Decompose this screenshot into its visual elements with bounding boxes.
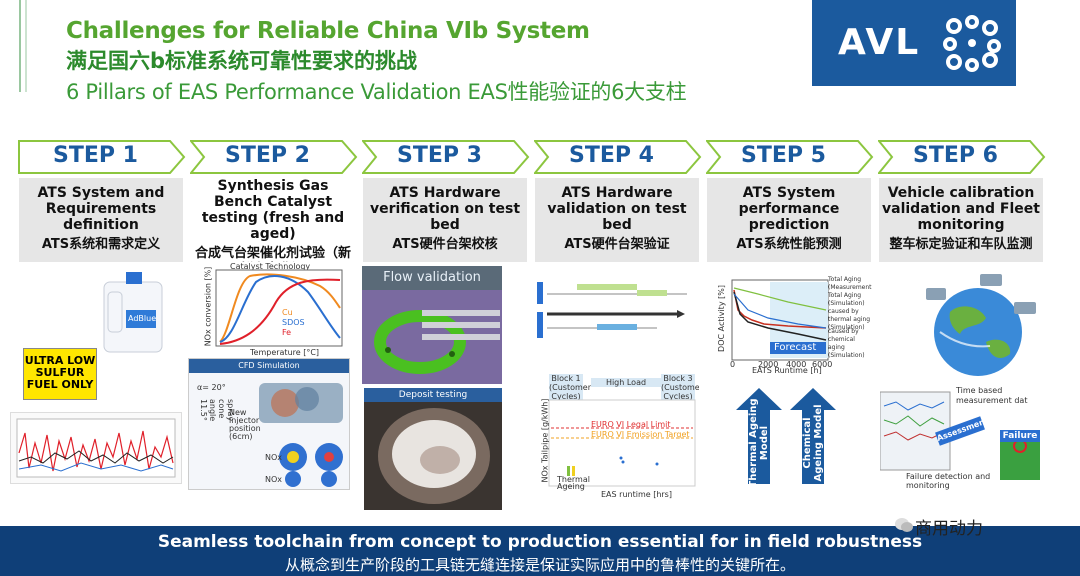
watermark-text: 商用动力 [915, 519, 983, 539]
step-4-cn: ATS硬件台架验证 [564, 237, 670, 252]
catalyst-xlabel: Temperature [°C] [250, 348, 320, 357]
avl-logo: AVL [812, 0, 1016, 86]
step-4-label: STEP 4 [569, 143, 654, 168]
doc-activity-chart: Forecast Total Aging (Measurement) Total… [708, 270, 872, 374]
wechat-icon [895, 518, 913, 532]
cfd-header: CFD Simulation [189, 359, 349, 373]
canister-label: AdBlue [128, 314, 157, 323]
step-chevrons: STEP 1 STEP 2 STEP 3 STEP 4 STEP 5 STEP … [18, 140, 1048, 176]
time-based-label: Time based measurement dat [956, 386, 1028, 405]
doc-legend-2: caused by thermal aging (Simulation) [828, 308, 871, 331]
step-3-label: STEP 3 [397, 143, 482, 168]
page-subtitle: 6 Pillars of EAS Performance Validation … [66, 80, 687, 104]
step-6-cn: 整车标定验证和车队监测 [889, 237, 1033, 252]
step-3-cn: ATS硬件台架校核 [392, 237, 498, 252]
step-6-description: Vehicle calibration validation and Fleet… [879, 178, 1043, 262]
cfd-nox-a: NOx [265, 453, 283, 462]
nox-ylabel: NOx Tailpipe [g/kWh] [540, 398, 550, 483]
deposit-testing-panel: Deposit testing [364, 388, 502, 510]
flow-validation-panel: Flow validation [362, 266, 502, 384]
doc-legend-0: Total Aging (Measurement) [828, 276, 872, 291]
catalyst-ylabel: NOx conversion [%] [203, 266, 213, 347]
title-block: Challenges for Reliable China VIb System… [66, 18, 687, 106]
x-tick-0: 0 [730, 360, 736, 369]
step-5-description: ATS System performance prediction ATS系统性… [707, 178, 871, 262]
adblue-canister-image: AdBlue [96, 268, 168, 354]
block-3: Block 3 (Customer Cycles) [661, 374, 699, 401]
step-4-description: ATS Hardware validation on test bed ATS硬… [535, 178, 699, 262]
flow-validation-label: Flow validation [362, 266, 502, 290]
thermal-ageing-label: Thermal Ageing [557, 475, 590, 491]
cfd-angle: α= 20° [197, 383, 226, 392]
failure-badge: Failure [1000, 430, 1040, 442]
avl-mark-icon [943, 15, 1001, 72]
step-6-en: Vehicle calibration validation and Fleet… [882, 185, 1040, 233]
x-tick-4000: 4000 [786, 360, 807, 369]
thermal-model-label: Thermal Ageing Model [748, 398, 770, 484]
fuel-warning-label: ULTRA LOW SULFUR FUEL ONLY [23, 348, 97, 400]
catalyst-chart-title: Catalyst Technology [230, 262, 311, 271]
step-5-cn: ATS系统性能预测 [736, 237, 842, 252]
x-tick-6000: 6000 [812, 360, 833, 369]
test-schedule-chart [537, 276, 699, 346]
footer-chinese: 从概念到生产阶段的工具链无缝连接是保证实际应用中的鲁棒性的关键所在。 [284, 556, 795, 574]
legend-fe: Fe [282, 328, 292, 337]
step-1-description: ATS System and Requirements definition A… [19, 178, 183, 262]
nox-tailpipe-chart: Block 1 (Customer Cycles) High Load Bloc… [537, 366, 699, 502]
step-2-label: STEP 2 [225, 143, 310, 168]
doc-ylabel: DOC Activity [%] [716, 285, 726, 352]
eas-runtime-label: EAS runtime [hrs] [601, 490, 672, 499]
fleet-monitoring-panel: Time based measurement dat Assessment Fa… [880, 386, 1040, 490]
step-1-en: ATS System and Requirements definition [37, 185, 165, 233]
legal-limit-label: EURO VI Legal Limit [591, 420, 671, 429]
logo-text: AVL [838, 22, 921, 63]
doc-legend-1: Total Aging (Simulation) [828, 292, 865, 307]
forecast-label: Forecast [774, 342, 817, 353]
legend-cu: Cu [282, 308, 293, 317]
step-3-description: ATS Hardware verification on test bed AT… [363, 178, 527, 262]
deposit-testing-label: Deposit testing [364, 388, 502, 402]
x-tick-2000: 2000 [758, 360, 779, 369]
block-high-load: High Load [591, 378, 661, 387]
step-1-label: STEP 1 [53, 143, 138, 168]
step-5-en: ATS System performance prediction [738, 185, 840, 233]
step-5-label: STEP 5 [741, 143, 826, 168]
failure-detection-label: Failure detection and monitoring [906, 472, 991, 490]
corner-decoration [19, 0, 27, 92]
step-2-description: Synthesis Gas Bench Catalyst testing (fr… [191, 178, 355, 277]
step-3-en: ATS Hardware verification on test bed [369, 185, 521, 233]
globe-fleet-image [920, 272, 1040, 380]
catalyst-chart: Catalyst Technology Temperature [°C] NOx… [190, 262, 346, 358]
thermal-ageing-model: Thermal Ageing Model [736, 388, 782, 484]
chemical-model-label: Chemical Ageing Model [802, 404, 824, 482]
step-1-cn: ATS系统和需求定义 [41, 237, 161, 252]
page-title-cn: 满足国六b标准系统可靠性要求的挑战 [66, 49, 418, 73]
legend-sdos: SDOS [282, 318, 305, 327]
step-2-en: Synthesis Gas Bench Catalyst testing (fr… [201, 178, 345, 242]
cfd-injector: New injector position (6cm) [229, 408, 261, 441]
doc-legend-3: caused by chemical aging (Simulation) [828, 328, 865, 359]
cfd-simulation-panel: CFD Simulation α= 20° spray cone angle 1… [188, 358, 350, 490]
requirements-chart [10, 412, 182, 484]
step-6-label: STEP 6 [913, 143, 998, 168]
page-title: Challenges for Reliable China VIb System [66, 18, 590, 44]
cfd-nox-b: NOx [265, 475, 283, 484]
block-1: Block 1 (Customer Cycles) [549, 374, 591, 401]
emission-target-label: EURO VI Emission Target [591, 430, 690, 439]
footer-banner: Seamless toolchain from concept to produ… [0, 526, 1080, 576]
eats-runtime-label: EATS Runtime [h] [752, 366, 822, 374]
chemical-ageing-model: Chemical Ageing Model [790, 388, 836, 484]
footer-english: Seamless toolchain from concept to produ… [157, 532, 923, 552]
step-4-en: ATS Hardware validation on test bed [547, 185, 687, 233]
fuel-warning-text: ULTRA LOW SULFUR FUEL ONLY [24, 354, 96, 391]
